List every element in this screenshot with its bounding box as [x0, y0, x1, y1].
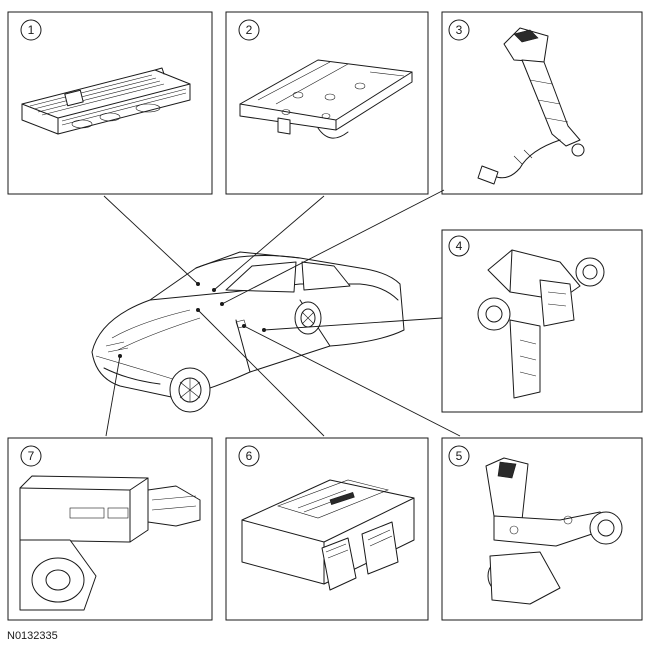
leader-line-7: [105, 355, 121, 437]
figure-code: N0132335: [7, 630, 58, 642]
leader-line-3: [221, 189, 445, 305]
panel-3: 3: [441, 11, 643, 195]
leader-line-4: [263, 317, 443, 331]
sensor-mat-illustration: [239, 59, 413, 139]
callout-3-circle: [448, 19, 470, 41]
location-dot-1: [196, 282, 200, 286]
overhead-console-illustration: [21, 67, 191, 135]
seat-belt-buckle-illustration: [477, 27, 585, 185]
panel-5: 5: [441, 437, 643, 621]
leader-line-6: [197, 309, 325, 437]
callout-7-circle: [20, 445, 42, 467]
panel-6: 6: [225, 437, 429, 621]
leader-line-2: [213, 195, 325, 291]
leader-line-1: [103, 195, 199, 285]
callout-4-circle: [448, 235, 470, 257]
location-dot-4: [262, 328, 266, 332]
leader-lines: [103, 189, 461, 437]
callout-5-label: 5: [456, 449, 463, 463]
panel-2: 2: [225, 11, 429, 195]
impact-sensor-illustration: [477, 249, 605, 399]
leader-line-5: [243, 325, 461, 437]
callout-3-label: 3: [456, 23, 463, 37]
location-dot-2: [212, 288, 216, 292]
panel-4: 4: [441, 229, 643, 413]
location-dot-7: [118, 354, 122, 358]
control-module-illustration: [241, 479, 415, 591]
callout-6-circle: [238, 445, 260, 467]
panel-1: 1: [7, 11, 213, 195]
callout-7-label: 7: [28, 449, 35, 463]
panel-7: 7: [7, 437, 213, 621]
location-dot-5: [242, 324, 246, 328]
seat-position-sensor-illustration: [485, 457, 623, 605]
callout-5-circle: [448, 445, 470, 467]
front-impact-sensor-illustration: [19, 475, 201, 611]
vehicle-illustration: [91, 251, 405, 413]
callout-1-circle: [20, 19, 42, 41]
callout-1-label: 1: [28, 23, 35, 37]
callout-6-label: 6: [246, 449, 253, 463]
location-dot-3: [220, 302, 224, 306]
callout-2-circle: [238, 19, 260, 41]
location-dot-6: [196, 308, 200, 312]
callout-4-label: 4: [456, 239, 463, 253]
callout-2-label: 2: [246, 23, 253, 37]
